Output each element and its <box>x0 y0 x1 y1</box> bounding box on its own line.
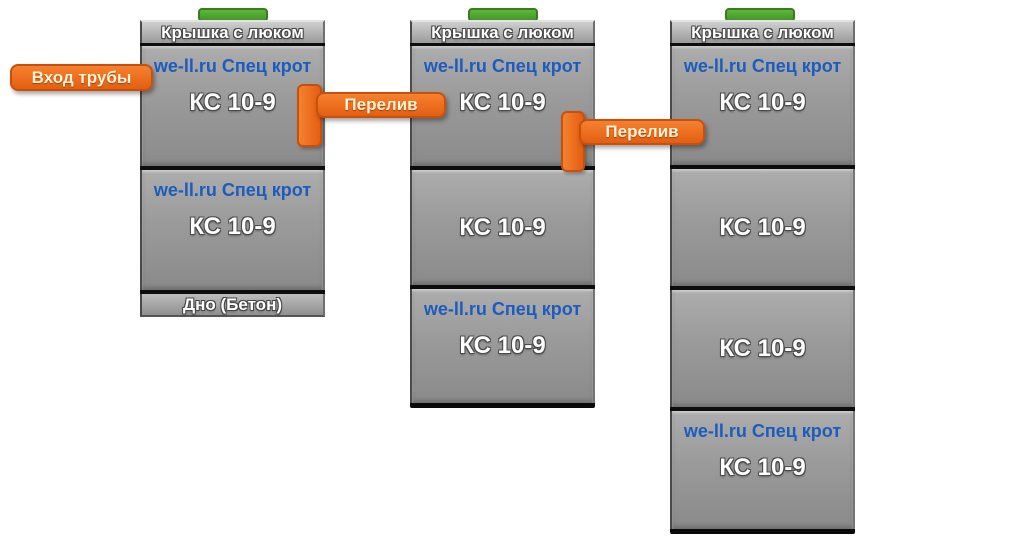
inlet-pipe-label: Вход трубы <box>10 64 153 91</box>
well-column-1: Крышка с люком we-ll.ru Спец крот КС 10-… <box>140 20 325 317</box>
cover-segment: Крышка с люком <box>140 20 325 43</box>
ring-label: КС 10-9 <box>719 89 806 116</box>
well-base-shadow <box>670 529 855 534</box>
brand-watermark: we-ll.ru Спец крот <box>423 299 582 319</box>
ring-joint-divider <box>670 407 855 411</box>
cover-label: Крышка с люком <box>691 23 834 42</box>
brand-watermark: we-ll.ru Спец крот <box>683 421 842 441</box>
cover-label: Крышка с люком <box>431 23 574 42</box>
ring-label: КС 10-9 <box>189 213 276 240</box>
ring-segment: we-ll.ru Спец крот КС 10-9 <box>670 46 855 165</box>
ring-segment: КС 10-9 <box>670 169 855 286</box>
brand-watermark: we-ll.ru Спец крот <box>683 56 842 76</box>
overflow-label-2: Перелив <box>579 119 705 145</box>
ring-label: КС 10-9 <box>189 89 276 116</box>
ring-segment: КС 10-9 <box>410 170 595 285</box>
ring-joint-divider <box>670 165 855 169</box>
well-column-3: Крышка с люком we-ll.ru Спец крот КС 10-… <box>670 20 855 534</box>
bottom-label: Дно (Бетон) <box>182 295 282 314</box>
ring-label: КС 10-9 <box>459 332 546 359</box>
ring-joint-divider <box>670 286 855 290</box>
bottom-segment: Дно (Бетон) <box>140 294 325 317</box>
ring-joint-divider <box>410 166 595 170</box>
overflow-label-1: Перелив <box>316 92 446 118</box>
ring-label: КС 10-9 <box>719 454 806 481</box>
cover-label: Крышка с люком <box>161 23 304 42</box>
well-column-2: Крышка с люком we-ll.ru Спец крот КС 10-… <box>410 20 595 408</box>
ring-segment: we-ll.ru Спец крот КС 10-9 <box>140 170 325 290</box>
ring-label: КС 10-9 <box>459 89 546 116</box>
ring-joint-divider <box>140 43 325 46</box>
ring-joint-divider <box>140 290 325 294</box>
ring-joint-divider <box>410 43 595 46</box>
ring-joint-divider <box>410 285 595 289</box>
ring-label: КС 10-9 <box>719 213 806 241</box>
brand-watermark: we-ll.ru Спец крот <box>153 180 312 200</box>
ring-joint-divider <box>140 166 325 170</box>
ring-label: КС 10-9 <box>459 213 546 241</box>
brand-watermark: we-ll.ru Спец крот <box>423 56 582 76</box>
well-base-shadow <box>410 403 595 408</box>
ring-segment: we-ll.ru Спец крот КС 10-9 <box>670 411 855 529</box>
brand-watermark: we-ll.ru Спец крот <box>153 56 312 76</box>
ring-label: КС 10-9 <box>719 334 806 362</box>
ring-segment: КС 10-9 <box>670 290 855 407</box>
ring-segment: we-ll.ru Спец крот КС 10-9 <box>410 289 595 403</box>
cover-segment: Крышка с люком <box>410 20 595 43</box>
ring-joint-divider <box>670 43 855 46</box>
cover-segment: Крышка с люком <box>670 20 855 43</box>
